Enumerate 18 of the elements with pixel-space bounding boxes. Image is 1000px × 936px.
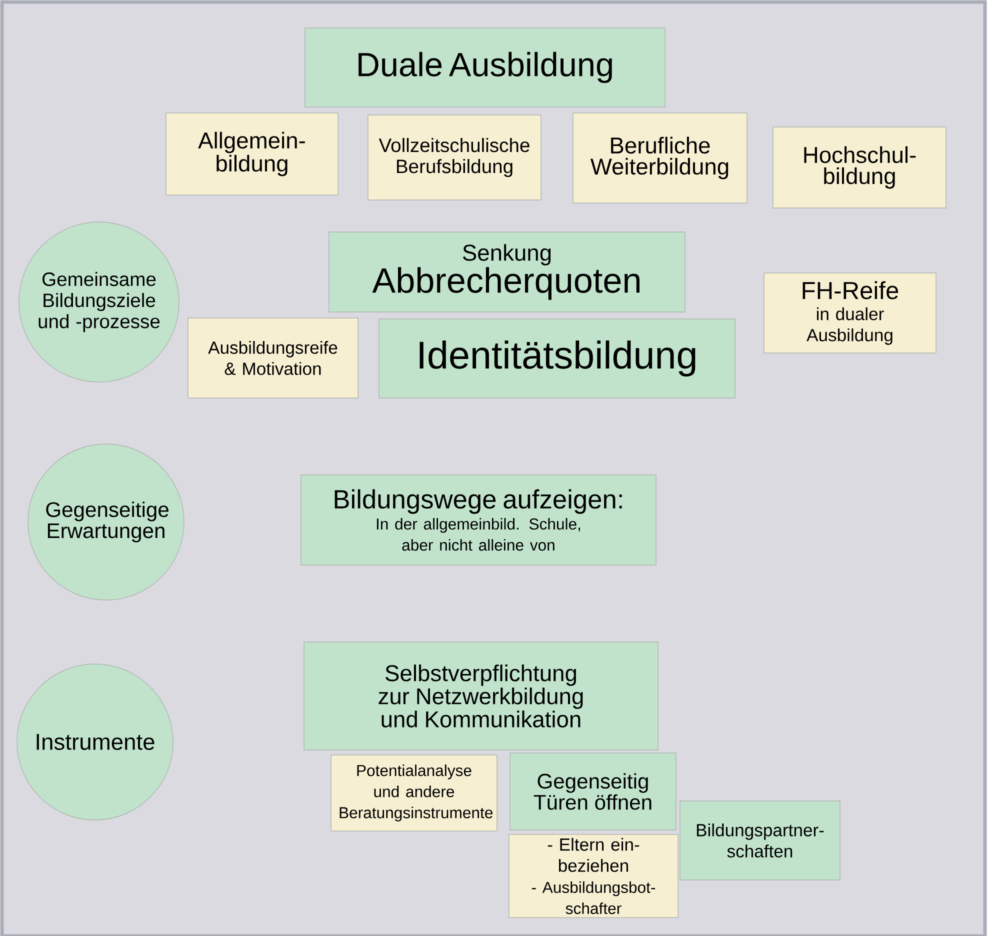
note-card: Vollzeitschulische Berufsbildung	[368, 114, 542, 200]
note-card: Gegenseitig Türen öffnen	[510, 752, 676, 830]
note-card: Hochschul- bildung	[772, 126, 946, 208]
note-card: Berufliche Weiterbildung	[572, 112, 748, 204]
circle-card: Instrumente	[16, 664, 174, 820]
note-card: Bildungspartner- schaften	[680, 800, 840, 880]
note-card: Selbstverpflichtung zur Netzwerkbildung und Kommunikation	[304, 642, 658, 750]
note-card: Bildungswege aufzeigen: In der allgemeinbild. Schule, aber nicht alleine von	[300, 474, 656, 566]
note-card: Potentialanalyse und andere Beratungsinstrumente	[330, 754, 498, 832]
note-card: - Eltern ein- beziehen - Ausbildungsbot- schafter	[508, 834, 678, 918]
note-card: Duale Ausbildung	[304, 28, 666, 108]
circle-card: Gegenseitige Erwartungen	[28, 444, 184, 600]
circle-card: Gemeinsame Bildungsziele und -prozesse	[18, 222, 180, 382]
note-card: Senkung Abbrecherquoten	[328, 232, 686, 312]
note-card: Ausbildungsreife & Motivation	[188, 318, 358, 398]
note-card: Identitätsbildung	[378, 318, 736, 398]
note-card: Allgemein- bildung	[166, 112, 338, 196]
note-card: FH-Reife in dualer Ausbildung	[764, 272, 936, 354]
